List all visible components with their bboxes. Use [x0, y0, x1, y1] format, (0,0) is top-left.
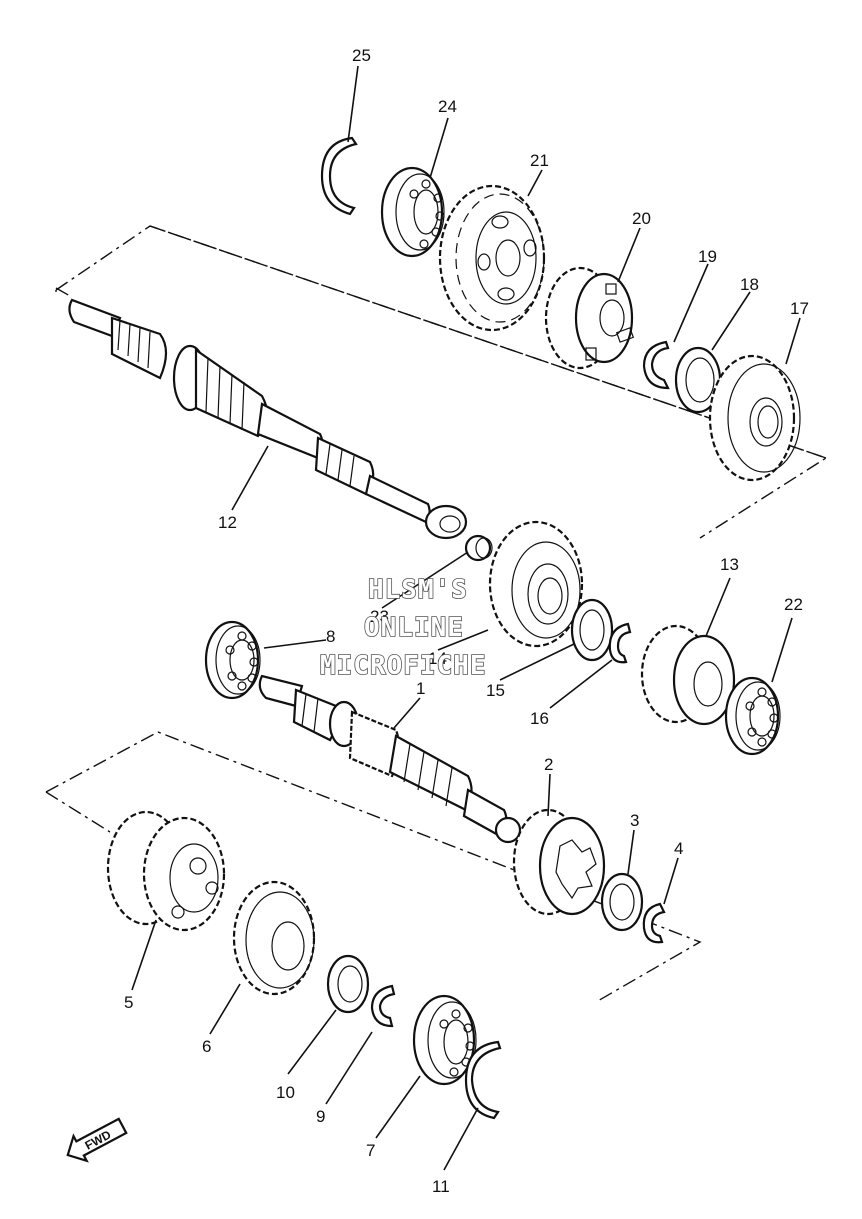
callout-11[interactable]: 11 [432, 1177, 450, 1196]
washer-10 [326, 954, 370, 1014]
circlip-25 [320, 136, 358, 216]
callout-12[interactable]: 12 [218, 513, 237, 532]
main-axle [68, 298, 468, 540]
callout-14[interactable]: 14 [428, 649, 447, 668]
washer-3 [600, 872, 644, 932]
gear-6 [232, 880, 316, 996]
bush-23 [464, 534, 493, 562]
callout-23[interactable]: 23 [370, 607, 389, 626]
callout-18[interactable]: 18 [740, 275, 759, 294]
circlip-9 [370, 984, 396, 1028]
gear-21 [438, 184, 546, 332]
washer-15 [570, 598, 614, 662]
callout-20[interactable]: 20 [632, 209, 651, 228]
bearing-24 [380, 166, 445, 258]
bearing-22 [724, 676, 782, 756]
callout-22[interactable]: 22 [784, 595, 803, 614]
callout-4[interactable]: 4 [674, 839, 683, 858]
callout-21[interactable]: 21 [530, 151, 549, 170]
callout-6[interactable]: 6 [202, 1037, 211, 1056]
circlip-16 [608, 622, 632, 664]
watermark-line2: ONLINE [364, 613, 464, 643]
callout-16[interactable]: 16 [530, 709, 549, 728]
callout-1[interactable]: 1 [416, 679, 425, 698]
watermark-line3: MICROFICHE [320, 651, 487, 681]
callout-17[interactable]: 17 [790, 299, 809, 318]
drive-axle [258, 674, 522, 844]
fwd-arrow-icon: FWD [66, 1117, 128, 1163]
circlip-4 [642, 902, 666, 944]
callout-13[interactable]: 13 [720, 555, 739, 574]
bearing-7 [412, 994, 477, 1086]
callout-9[interactable]: 9 [316, 1107, 325, 1126]
circlip-19 [642, 340, 670, 390]
callout-24[interactable]: 24 [438, 97, 457, 116]
gear-13 [640, 624, 736, 726]
gear-17 [708, 354, 801, 482]
callout-10[interactable]: 10 [276, 1083, 295, 1102]
gear-2 [512, 808, 606, 916]
bearing-8 [204, 620, 262, 700]
callout-7[interactable]: 7 [366, 1141, 375, 1160]
callout-19[interactable]: 19 [698, 247, 717, 266]
watermark: HLSM'S ONLINE MICROFICHE [319, 574, 487, 682]
callout-5[interactable]: 5 [124, 993, 133, 1012]
callout-8[interactable]: 8 [326, 627, 335, 646]
callout-2[interactable]: 2 [544, 755, 553, 774]
callout-15[interactable]: 15 [486, 681, 505, 700]
watermark-line1: HLSM'S [368, 575, 468, 605]
circlip-11 [464, 1040, 502, 1120]
lower-group-bracket [45, 731, 702, 1003]
gear-5 [106, 810, 226, 932]
callout-3[interactable]: 3 [630, 811, 639, 830]
leader-lines [131, 65, 801, 1171]
gear-14 [488, 520, 584, 648]
part-callouts: 25 24 21 20 19 18 17 12 23 8 14 15 16 13… [124, 46, 809, 1196]
gear-20 [544, 266, 635, 370]
callout-25[interactable]: 25 [352, 46, 371, 65]
